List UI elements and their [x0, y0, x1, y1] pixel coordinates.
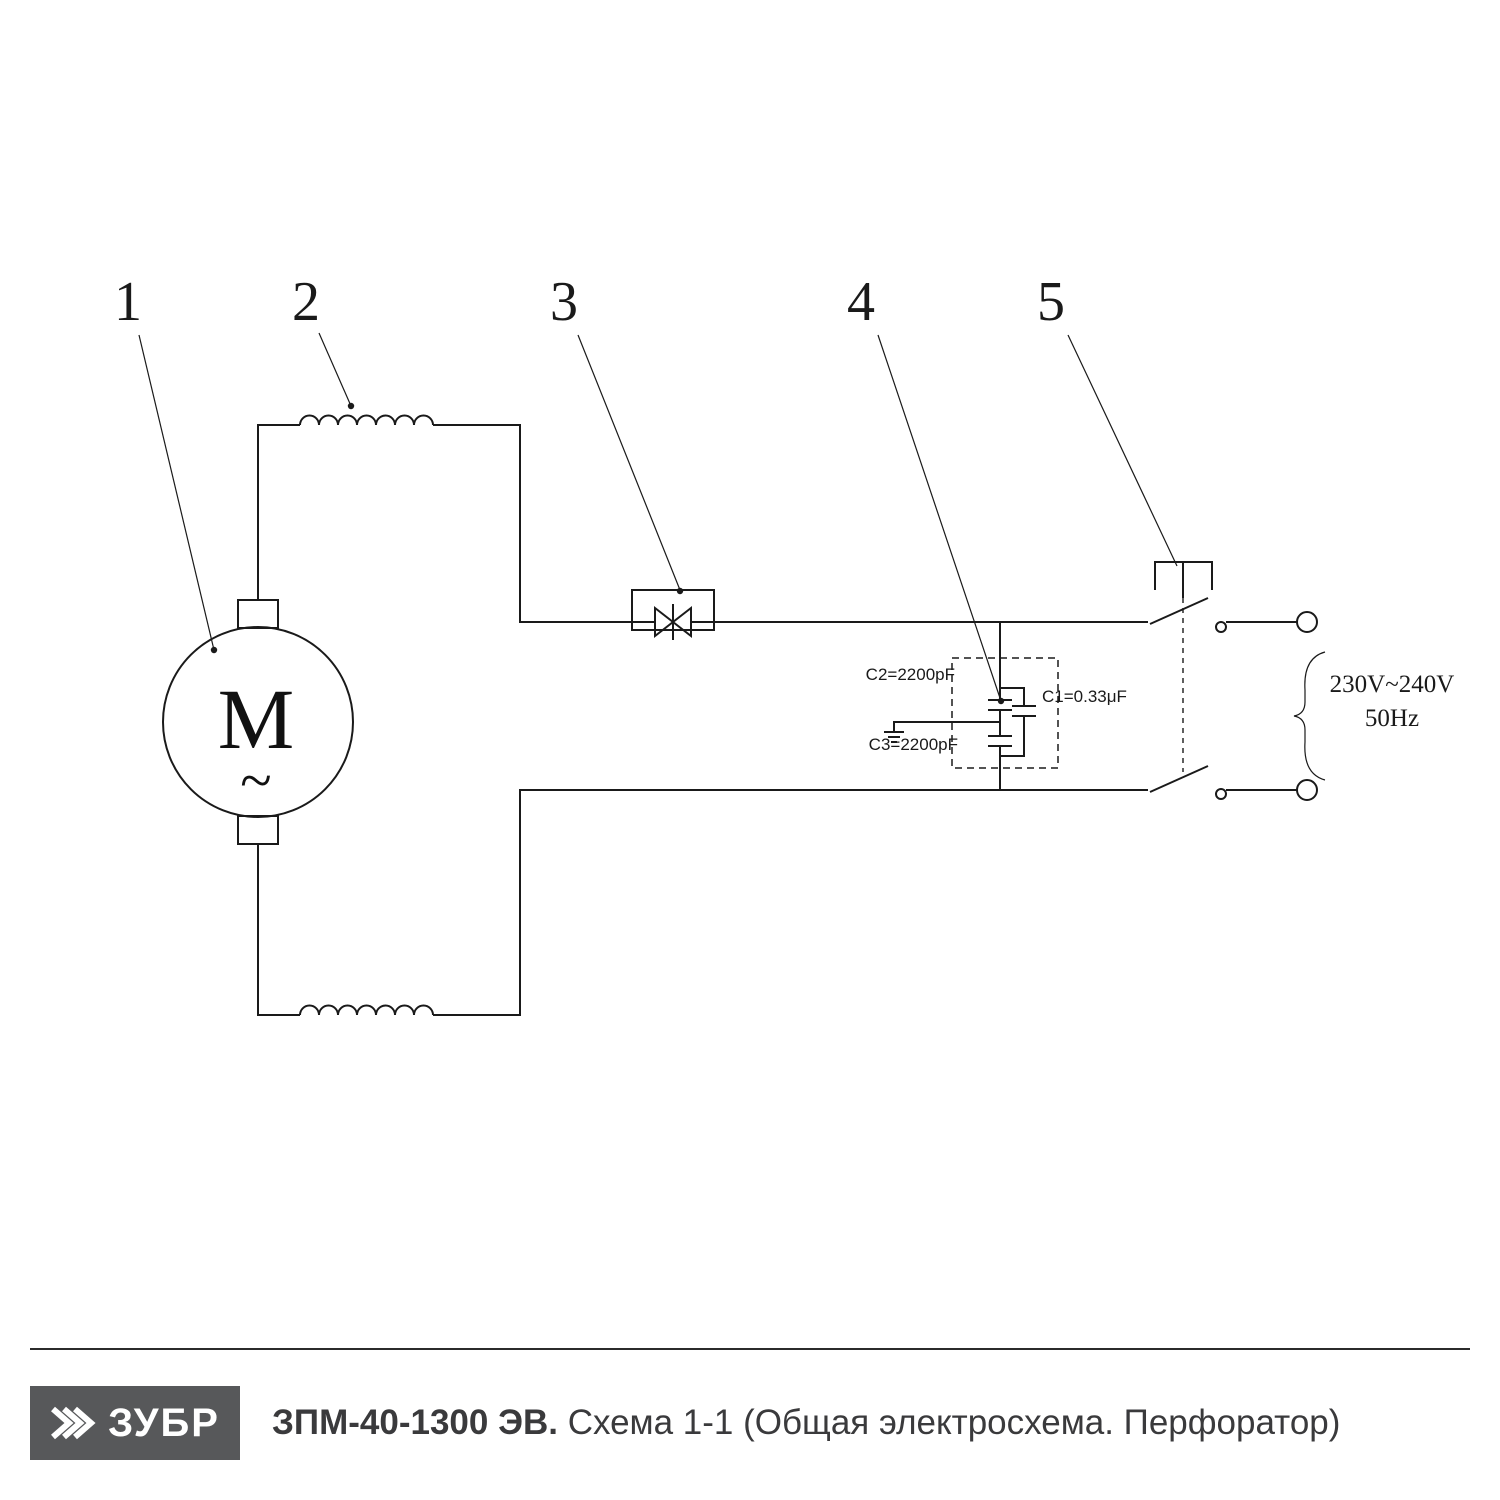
footer: ЗУБР ЗПМ-40-1300 ЭВ. Схема 1-1 (Общая эл… [30, 1348, 1470, 1460]
wire-motor-to-coil-bottom [257, 844, 300, 1016]
triac-triangle-left [654, 605, 675, 639]
leader-dot-1 [210, 646, 218, 654]
circuit-wires [257, 424, 1297, 1016]
diagram-subtitle: Схема 1-1 (Общая электросхема. Перфорато… [567, 1403, 1341, 1442]
callout-1-label: 1 [114, 271, 142, 333]
c1-value-label: C1=0.33μF [1042, 687, 1127, 706]
leader-line-2 [318, 332, 352, 407]
leader-line-5 [1067, 334, 1178, 567]
callout-5-label: 5 [1037, 271, 1065, 333]
capacitor-c3 [988, 722, 1012, 756]
power-brace [1293, 651, 1326, 781]
terminal-bottom [1296, 779, 1318, 801]
wire-motor-to-coil-top [257, 424, 300, 600]
capacitor-c1 [1000, 687, 1036, 757]
voltage-label: 230V~240V [1330, 671, 1455, 698]
chevron-icon [62, 1406, 85, 1440]
c2-value-label: C2=2200pF [866, 665, 955, 684]
coil-bottom-winding [299, 1004, 434, 1016]
power-switch [1149, 561, 1227, 800]
switch-lever-bottom [1149, 765, 1209, 793]
motor-brush-bottom [237, 815, 279, 845]
ground-wire [893, 721, 1000, 732]
leader-dot-2 [347, 402, 355, 410]
filter-dashed-box [951, 657, 1059, 769]
c3-value-label: C3=2200pF [869, 735, 958, 754]
stator-coil-top [299, 414, 434, 426]
motor-brush-top [237, 599, 279, 629]
motor-letter: M [218, 671, 294, 767]
power-rating: 230V~240V 50Hz [1293, 651, 1455, 781]
motor-ac-tilde: ~ [240, 748, 271, 813]
stator-coil-bottom [299, 1004, 434, 1016]
leader-line-1 [138, 334, 215, 651]
zubr-logo-icon [51, 1406, 96, 1440]
wire-coil-to-triac [433, 424, 632, 623]
diagram-title: ЗПМ-40-1300 ЭВ. Схема 1-1 (Общая электро… [272, 1403, 1340, 1443]
footer-row: ЗУБР ЗПМ-40-1300 ЭВ. Схема 1-1 (Общая эл… [30, 1386, 1470, 1460]
zubr-logo: ЗУБР [30, 1386, 240, 1460]
switch-contact-top [1215, 621, 1227, 633]
callout-3-label: 3 [550, 271, 578, 333]
leader-line-3 [577, 334, 681, 591]
zubr-logo-text: ЗУБР [108, 1401, 220, 1445]
power-terminals [1296, 611, 1318, 801]
callouts: 1 2 3 4 5 [114, 271, 1178, 705]
model-number: ЗПМ-40-1300 ЭВ. [272, 1403, 558, 1442]
triac-symbol [631, 589, 715, 640]
chevron-icon [51, 1406, 74, 1440]
terminal-top [1296, 611, 1318, 633]
switch-contact-bottom [1215, 788, 1227, 800]
triac-triangle-right [671, 605, 692, 639]
motor-symbol: M ~ [162, 599, 354, 845]
wire-coil-to-switch-bottom [433, 789, 1148, 1016]
wiring-diagram: 1 2 3 4 5 M ~ [114, 271, 1455, 1016]
frequency-label: 50Hz [1365, 705, 1419, 732]
emi-filter: C2=2200pF C1=0.33μF C3=2200pF [866, 657, 1127, 769]
switch-lever-top [1149, 597, 1209, 625]
leader-line-4 [877, 334, 1002, 702]
callout-2-label: 2 [292, 271, 320, 333]
ground-icon [884, 731, 904, 743]
coil-top-winding [299, 414, 434, 426]
callout-4-label: 4 [847, 271, 875, 333]
chevron-icon [73, 1406, 96, 1440]
capacitor-c2 [988, 688, 1012, 722]
